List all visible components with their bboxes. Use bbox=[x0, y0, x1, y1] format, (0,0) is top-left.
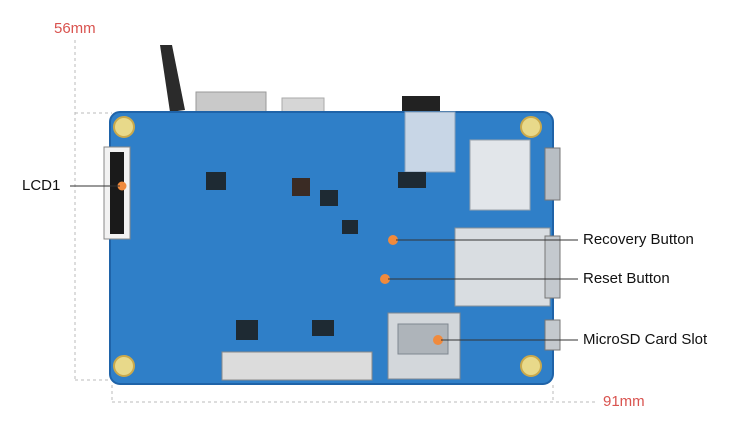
height-dimension-label: 56mm bbox=[54, 20, 96, 37]
gpio-header bbox=[221, 351, 373, 381]
chip-d bbox=[398, 172, 426, 188]
chip-b bbox=[320, 190, 338, 206]
ethernet-port bbox=[454, 227, 551, 307]
reset-callout-dot bbox=[380, 274, 390, 284]
mounting-hole-tl bbox=[113, 116, 135, 138]
chip-c bbox=[342, 220, 358, 234]
recovery-callout-dot bbox=[388, 235, 398, 245]
microsd-slot-inner bbox=[397, 323, 449, 355]
width-dimension-label: 91mm bbox=[603, 393, 645, 410]
mounting-hole-br bbox=[520, 355, 542, 377]
lcd-callout-dot bbox=[117, 181, 127, 191]
top-connector-3 bbox=[402, 96, 440, 114]
chip-e bbox=[236, 320, 258, 340]
chip-f bbox=[312, 320, 334, 336]
lcd-callout-label: LCD1 bbox=[22, 177, 61, 194]
usb-port-edge bbox=[544, 147, 561, 201]
right-edge-connector bbox=[544, 235, 561, 299]
microsd-callout-label: MicroSD Card Slot bbox=[583, 331, 708, 348]
microsd-callout-dot bbox=[433, 335, 443, 345]
right-port-block bbox=[469, 139, 531, 211]
recovery-callout-label: Recovery Button bbox=[583, 231, 694, 248]
right-edge-small-connector bbox=[544, 319, 561, 351]
top-connector-1 bbox=[195, 91, 267, 115]
chip-a bbox=[206, 172, 226, 190]
antenna-cable bbox=[160, 45, 185, 112]
reset-callout-label: Reset Button bbox=[583, 270, 670, 287]
chip-main bbox=[292, 178, 310, 196]
mounting-hole-bl bbox=[113, 355, 135, 377]
mounting-hole-tr bbox=[520, 116, 542, 138]
lcd-connector-inner bbox=[110, 152, 124, 234]
rf-shield-area bbox=[404, 111, 456, 173]
